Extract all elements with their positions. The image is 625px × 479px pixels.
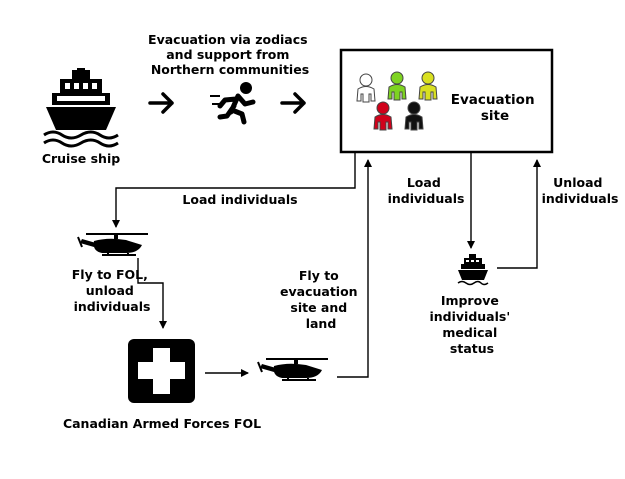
- improve-line4: status: [450, 341, 494, 356]
- helicopter-icon: [257, 358, 328, 381]
- people-group-icon: [356, 71, 438, 131]
- load-individuals-right-label: Load individuals: [388, 175, 465, 206]
- helicopter-icon: [77, 233, 148, 256]
- improve-line1: Improve: [441, 293, 499, 308]
- fly-to-site-line1: Fly to: [299, 268, 339, 283]
- evacuation-site-label: Evacuation site: [451, 92, 540, 124]
- improve-line2: individuals': [429, 309, 510, 324]
- evacuation-via-line2: and support from: [166, 47, 289, 62]
- fly-to-site-label: Fly to evacuation site and land: [280, 268, 362, 331]
- fol-label: Canadian Armed Forces FOL: [63, 416, 261, 431]
- medical-cross-icon: [128, 339, 195, 403]
- evacuation-via-caption: Evacuation via zodiacs and support from …: [148, 32, 312, 77]
- arrow-right-icon: [280, 92, 306, 114]
- evacuation-site-line1: Evacuation: [451, 92, 535, 108]
- load-individuals-right-line2: individuals: [388, 191, 465, 206]
- improve-line3: medical: [442, 325, 497, 340]
- unload-individuals-label: Unload individuals: [542, 175, 619, 206]
- load-individuals-left-label: Load individuals: [182, 192, 297, 207]
- fly-to-fol-label: Fly to FOL, unload individuals: [72, 267, 152, 314]
- load-individuals-right-line1: Load: [407, 175, 441, 190]
- cruise-ship-icon: [43, 68, 119, 148]
- fly-to-site-line2: evacuation: [280, 284, 358, 299]
- improve-medical-status-label: Improve individuals' medical status: [429, 293, 514, 356]
- person-green-icon: [387, 71, 407, 101]
- person-black-icon: [404, 101, 424, 131]
- fly-to-site-edge: [337, 159, 372, 378]
- person-yellow-icon: [418, 71, 438, 101]
- person-red-icon: [373, 101, 393, 131]
- evacuation-via-line1: Evacuation via zodiacs: [148, 32, 308, 47]
- fly-to-fol-line3: individuals: [74, 299, 151, 314]
- unload-individuals-line1: Unload: [553, 175, 602, 190]
- fly-to-site-line3: site and: [290, 300, 347, 315]
- fly-to-site-line4: land: [306, 316, 337, 331]
- medical-ship-icon: [457, 254, 489, 286]
- arrow-right-icon: [148, 92, 174, 114]
- fly-to-fol-edge: [137, 258, 167, 329]
- person-white-icon: [356, 73, 376, 103]
- load-individuals-edge: [112, 152, 356, 228]
- evacuation-site-line2: site: [481, 108, 509, 124]
- fly-to-fol-line1: Fly to FOL,: [72, 267, 148, 282]
- evacuation-site-box: [339, 48, 554, 154]
- unload-individuals-line2: individuals: [542, 191, 619, 206]
- cruise-ship-label: Cruise ship: [42, 151, 120, 166]
- fly-to-fol-line2: unload: [86, 283, 134, 298]
- evacuation-via-line3: Northern communities: [151, 62, 309, 77]
- running-person-icon: [210, 82, 256, 125]
- unload-to-site-edge: [497, 159, 541, 269]
